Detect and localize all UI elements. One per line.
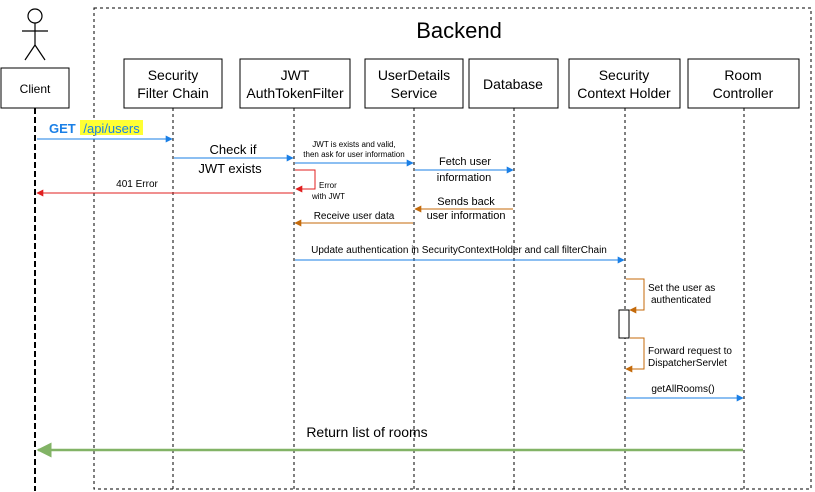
forward-label-line1: Forward request to — [648, 346, 732, 357]
fetch-user-label-line2: information — [437, 172, 491, 184]
database-actor: Database — [468, 58, 559, 109]
forward-label-line2: DispatcherServlet — [648, 358, 727, 369]
set-user-label-line2: authenticated — [651, 295, 711, 306]
backend-frame — [93, 7, 812, 490]
jwt-filter-label-line2: AuthTokenFilter — [246, 85, 344, 101]
security-context-holder-actor: Security Context Holder — [568, 58, 681, 109]
user-details-service-label-line2: Service — [391, 85, 438, 101]
receive-user-label: Receive user data — [314, 211, 395, 222]
security-context-holder-label-line1: Security — [599, 67, 650, 83]
return-rooms-label: Return list of rooms — [306, 424, 427, 440]
jwt-valid-label-line1: JWT is exists and valid, — [312, 140, 395, 149]
jwt-filter-actor: JWT AuthTokenFilter — [239, 58, 351, 109]
set-user-self-arrow — [626, 278, 645, 314]
client-label: Client — [20, 82, 51, 96]
error-jwt-self-arrow — [295, 169, 316, 193]
check-jwt-label-line2: JWT exists — [198, 161, 262, 176]
jwt-filter-label-line1: JWT — [281, 67, 310, 83]
request-path: /api/users — [83, 121, 140, 136]
fetch-user-label-line1: Fetch user — [439, 156, 491, 168]
forward-self-arrow — [625, 337, 645, 373]
security-filter-chain-label-line1: Security — [148, 67, 199, 83]
security-context-holder-label-line2: Context Holder — [577, 85, 671, 101]
security-filter-chain-label-line2: Filter Chain — [137, 85, 209, 101]
backend-title: Backend — [416, 18, 502, 43]
client-actor: Client — [0, 67, 70, 109]
client-stick-figure-icon — [22, 8, 48, 61]
request-method: GET — [49, 121, 76, 136]
context-holder-activation — [618, 309, 630, 339]
check-jwt-label-line1: Check if — [210, 142, 257, 157]
set-user-label-line1: Set the user as — [648, 283, 715, 294]
sends-back-label-line2: user information — [427, 210, 506, 222]
room-controller-actor: Room Controller — [687, 58, 800, 109]
security-filter-chain-actor: Security Filter Chain — [123, 58, 223, 109]
room-controller-label-line1: Room — [724, 67, 761, 83]
request-path-highlight — [80, 120, 143, 135]
jwt-valid-label-line2: then ask for user information — [303, 150, 404, 159]
room-controller-label-line2: Controller — [713, 85, 774, 101]
error-jwt-label-line2: with JWT — [311, 192, 345, 201]
sends-back-label-line1: Sends back — [437, 196, 495, 208]
error-jwt-label-line1: Error — [319, 181, 337, 190]
get-all-rooms-label: getAllRooms() — [651, 384, 714, 395]
request-label: GET /api/users — [49, 121, 140, 136]
user-details-service-actor: UserDetails Service — [364, 58, 464, 109]
database-label: Database — [483, 76, 543, 92]
error-401-label: 401 Error — [116, 179, 158, 190]
user-details-service-label-line1: UserDetails — [378, 67, 450, 83]
update-auth-label: Update authentication in SecurityContext… — [311, 245, 607, 256]
